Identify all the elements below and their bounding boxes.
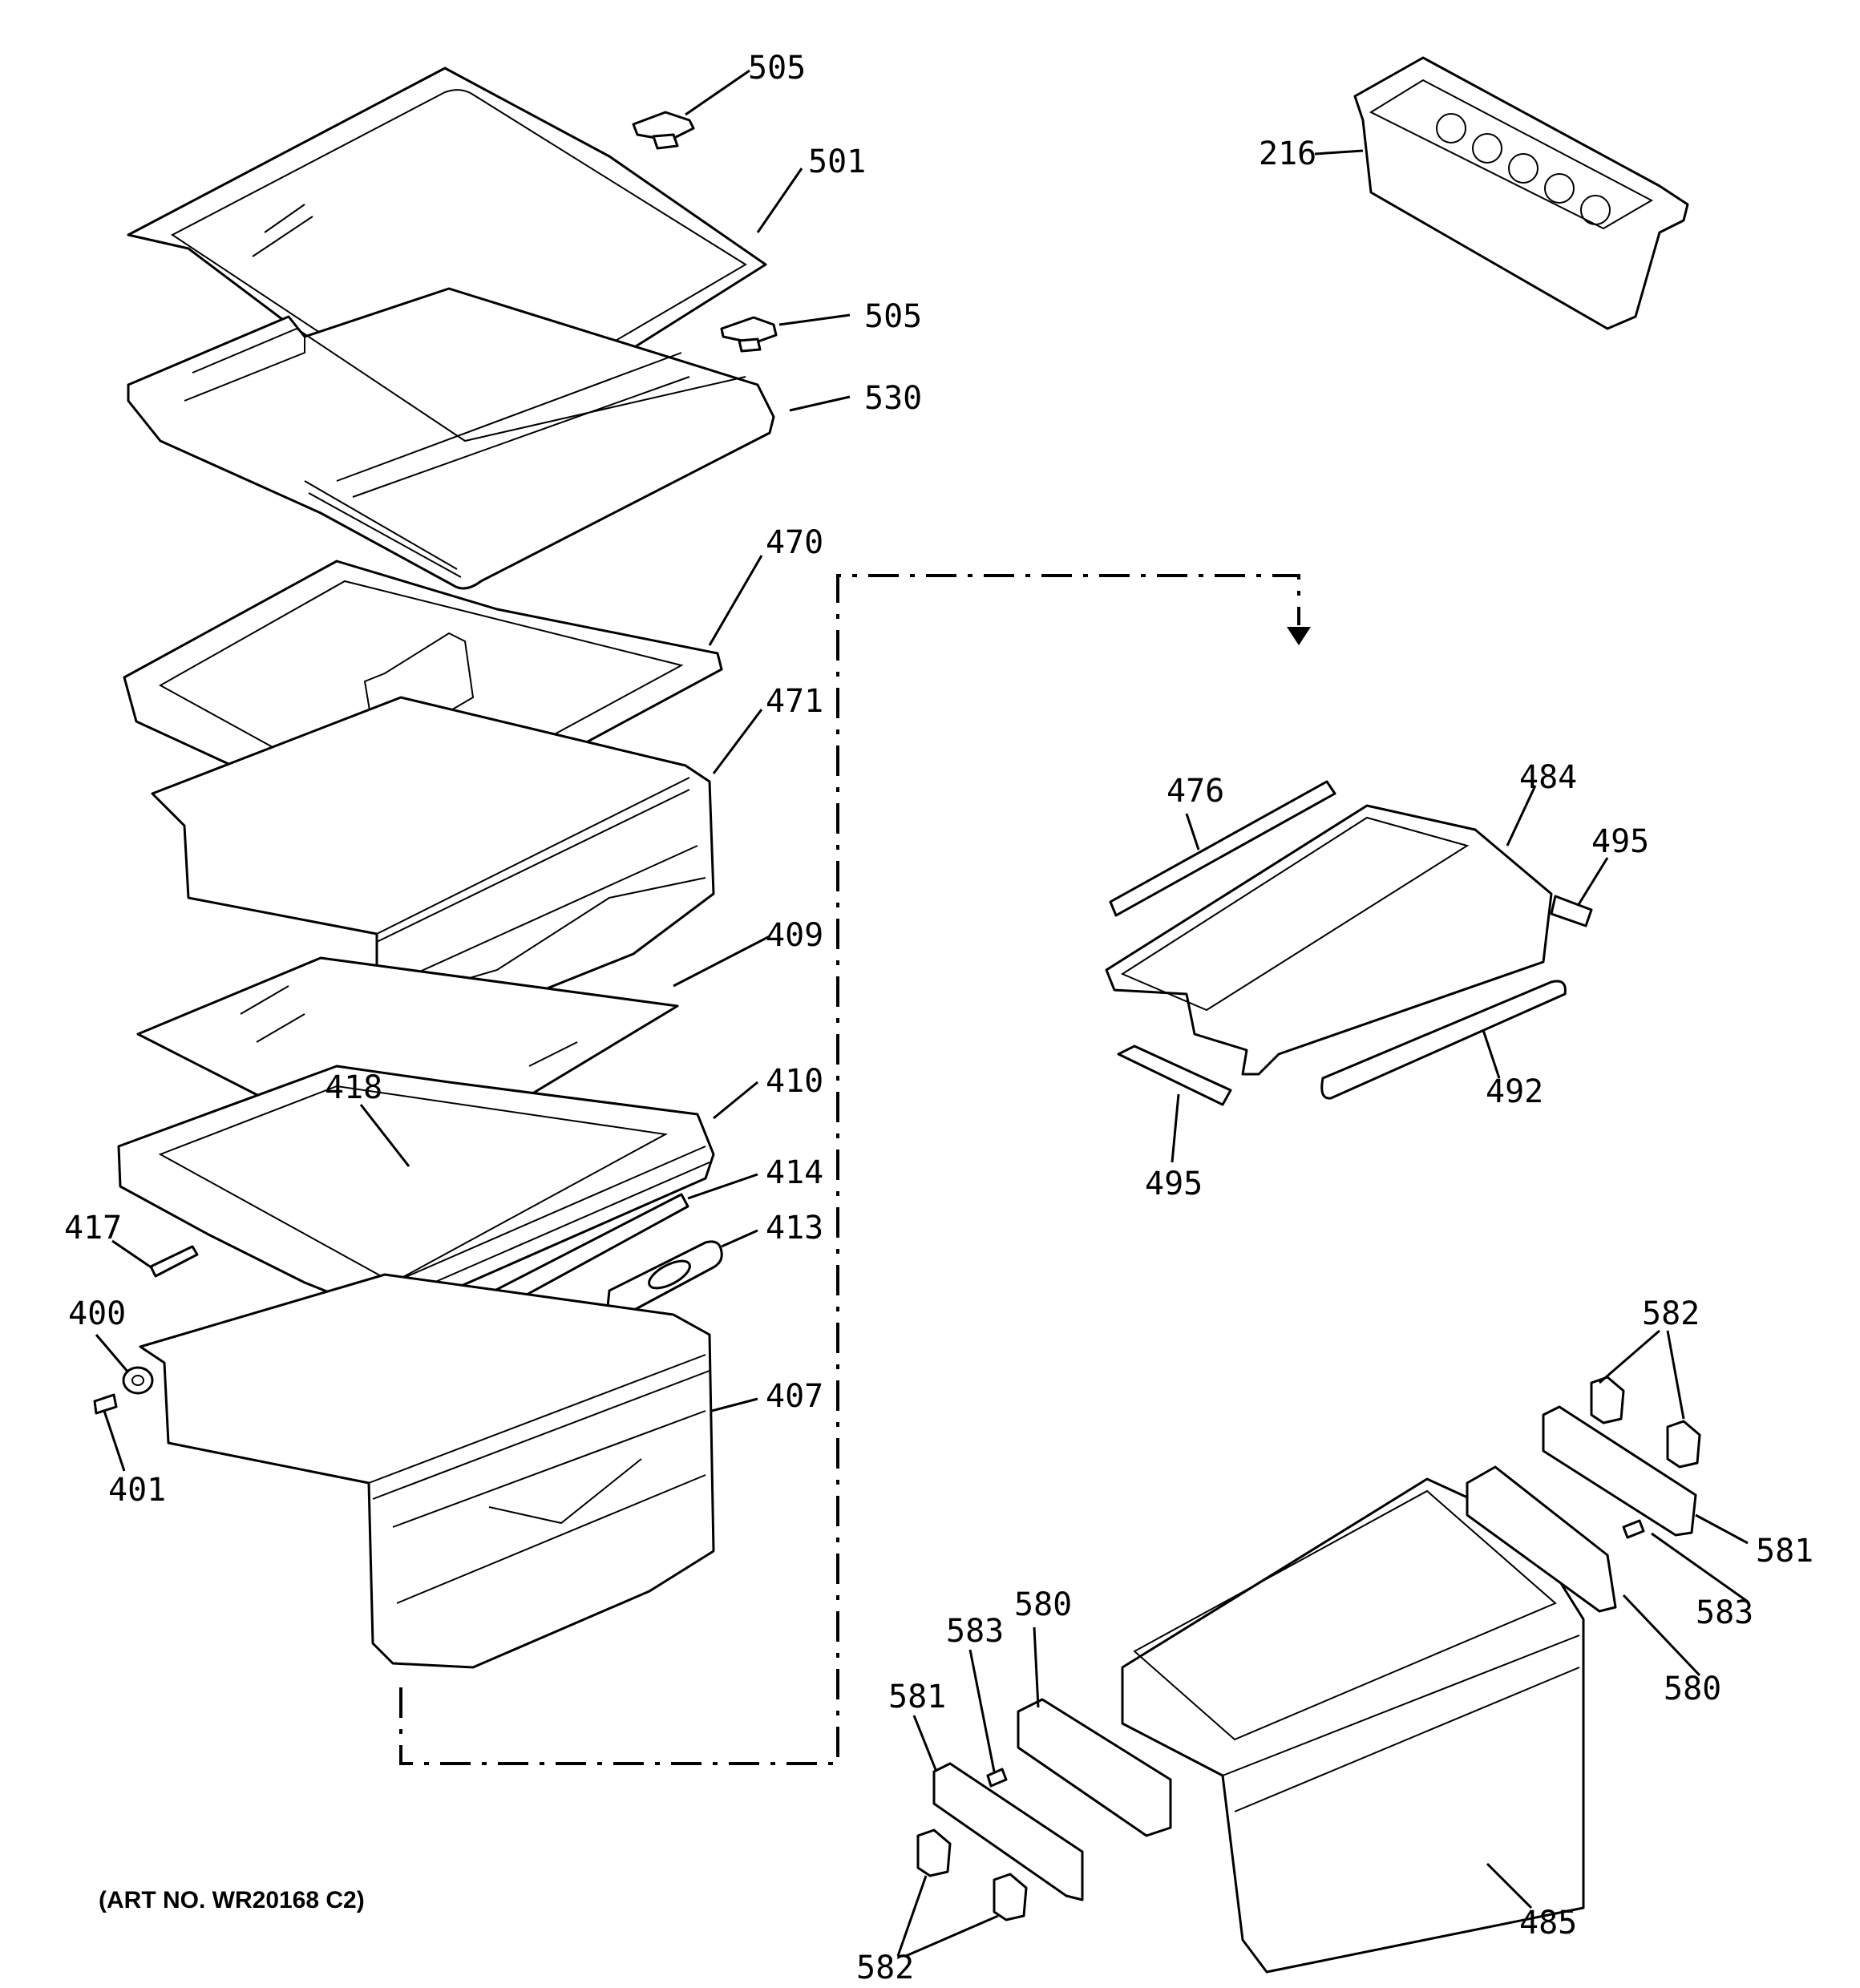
part-407-drawer [139, 1273, 715, 1669]
part-582-block-left-a [916, 1828, 952, 1877]
part-582-block-right-a [1590, 1376, 1625, 1424]
callout-409: 409 [766, 917, 823, 954]
callout-583-right: 583 [1696, 1594, 1753, 1631]
callout-417: 417 [64, 1210, 122, 1247]
callout-414: 414 [766, 1154, 823, 1191]
callout-484: 484 [1519, 759, 1577, 796]
part-583-screw-right [1622, 1519, 1645, 1539]
callout-505-lower: 505 [864, 298, 922, 335]
leader-lines [95, 69, 1749, 1958]
callout-582-left: 582 [856, 1950, 914, 1984]
part-582-block-left-b [993, 1873, 1028, 1921]
callout-581-left: 581 [888, 1679, 946, 1715]
callout-418: 418 [325, 1069, 382, 1106]
part-505-clip-upper [632, 111, 695, 150]
part-580-slide-right [1466, 1465, 1617, 1613]
callout-580-left: 580 [1014, 1586, 1072, 1623]
callout-216: 216 [1259, 135, 1316, 172]
part-417-rail [149, 1245, 199, 1278]
callout-583-left: 583 [946, 1613, 1004, 1650]
part-413-handle-rod [606, 1240, 723, 1317]
assembly-flow-line [399, 574, 1311, 1765]
callout-495-right: 495 [1591, 823, 1649, 860]
callout-401: 401 [108, 1472, 166, 1509]
callout-413: 413 [766, 1210, 823, 1247]
part-492-trim [1320, 980, 1567, 1100]
part-583-screw-left [986, 1768, 1008, 1788]
callout-582-right: 582 [1642, 1295, 1700, 1332]
callout-labels: 505 501 505 530 470 471 409 418 410 414 … [64, 50, 1814, 1986]
part-582-block-right-b [1666, 1420, 1701, 1469]
callout-581-right: 581 [1756, 1533, 1814, 1570]
callout-471: 471 [766, 683, 823, 720]
callout-410: 410 [766, 1063, 823, 1100]
part-581-rail-left [932, 1762, 1084, 1901]
part-400-roller [122, 1366, 154, 1395]
part-580-slide-left [1017, 1698, 1172, 1837]
part-485-drawer [1121, 1477, 1585, 1974]
part-476-rail [1109, 780, 1336, 917]
callout-495-left: 495 [1145, 1166, 1203, 1202]
arrow-down-icon [1287, 627, 1311, 645]
callout-485: 485 [1519, 1905, 1577, 1942]
part-581-rail-right [1542, 1405, 1697, 1537]
part-495-rail-right [1550, 895, 1593, 927]
part-216-bin [1353, 56, 1689, 330]
part-495-rail-left [1117, 1045, 1232, 1106]
callout-407: 407 [766, 1378, 823, 1415]
part-505-clip-lower [720, 316, 778, 353]
callout-470: 470 [766, 524, 823, 561]
part-484-cover [1105, 804, 1553, 1076]
callout-400: 400 [68, 1295, 126, 1332]
callout-501: 501 [808, 143, 866, 180]
callout-530: 530 [864, 380, 922, 417]
art-number: (ART NO. WR20168 C2) [99, 1887, 365, 1913]
part-401-screw [93, 1393, 118, 1415]
callout-580-right: 580 [1664, 1671, 1721, 1707]
callout-476: 476 [1167, 773, 1224, 810]
callout-492: 492 [1486, 1073, 1543, 1110]
part-530-shelf-frame [127, 287, 775, 590]
callout-505-upper: 505 [748, 50, 806, 87]
